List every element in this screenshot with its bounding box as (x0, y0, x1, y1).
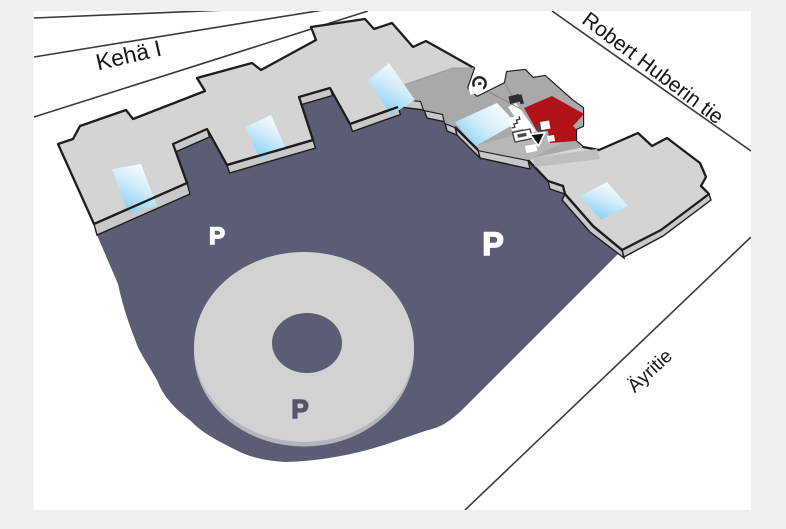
svg-text:P: P (482, 226, 503, 262)
svg-text:P: P (209, 223, 225, 250)
svg-text:P: P (291, 394, 308, 424)
